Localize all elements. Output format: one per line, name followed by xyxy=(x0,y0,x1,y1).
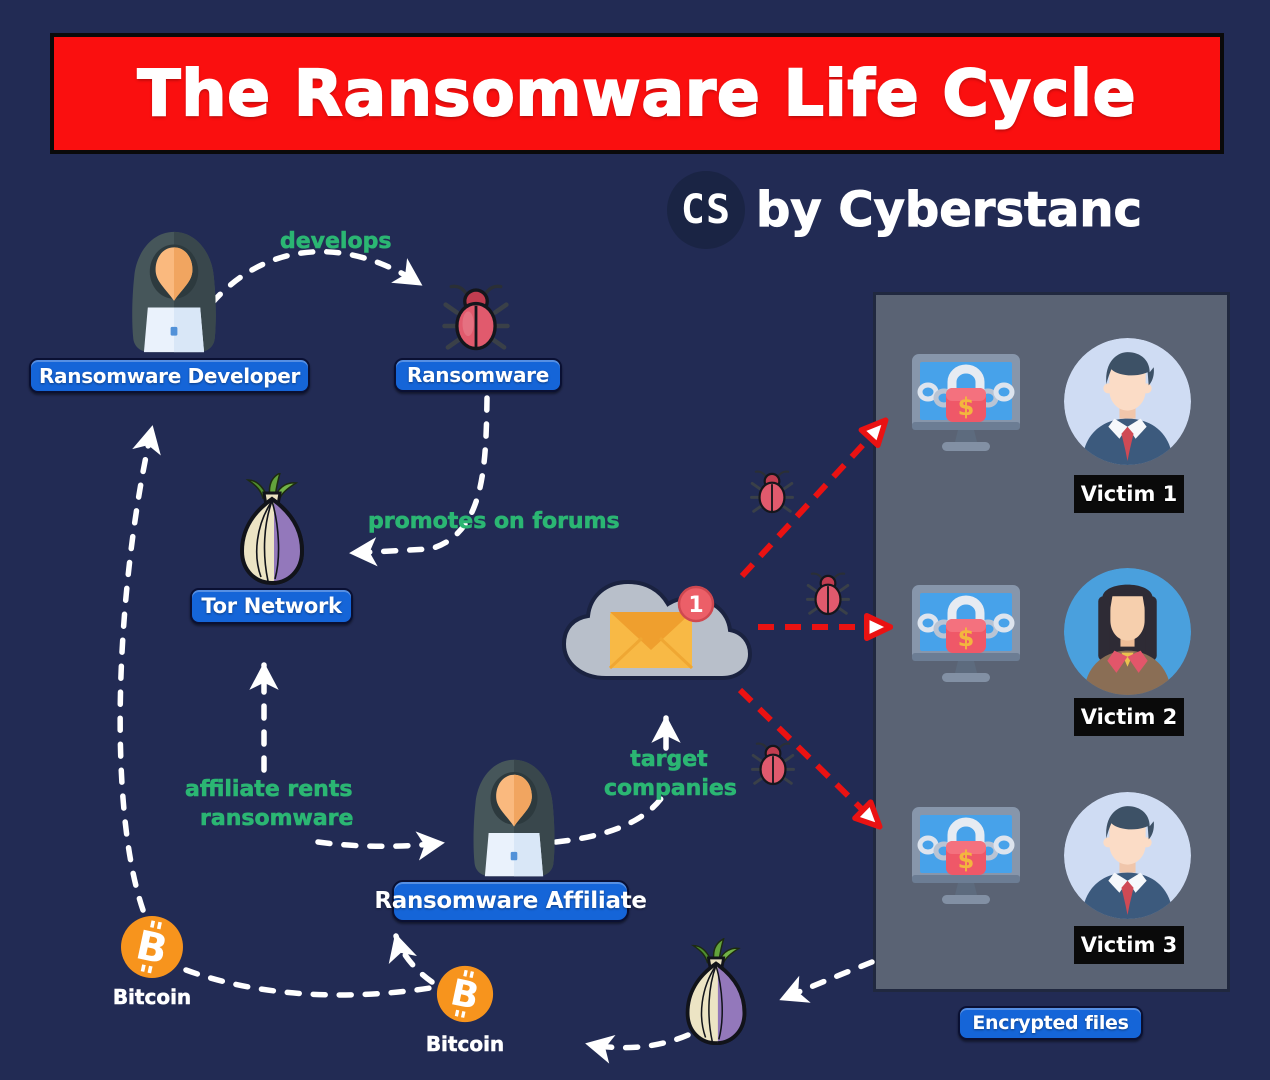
hacker-affiliate-icon xyxy=(473,759,555,877)
tor-onion-icon xyxy=(239,473,305,585)
rents-caption-line1: affiliate rents xyxy=(185,777,353,803)
developer-label: Ransomware Developer xyxy=(29,358,310,393)
tor-network-label: Tor Network xyxy=(190,588,353,624)
victim3-avatar xyxy=(1064,792,1191,919)
develops-caption: develops xyxy=(280,229,392,255)
cyberstanc-logo-icon: CS xyxy=(667,171,745,249)
ransomware-label: Ransomware xyxy=(394,358,562,392)
edge-onion-to-bitcoin xyxy=(585,1032,691,1064)
cloud-mail-icon: 1 xyxy=(561,579,753,680)
tor-onion-icon-bottom xyxy=(685,938,747,1046)
encrypted-files-label: Encrypted files xyxy=(958,1006,1143,1040)
edge-panel-to-onion xyxy=(779,959,875,1003)
bug-icon-small-3 xyxy=(751,742,795,786)
victim1-avatar xyxy=(1064,338,1191,465)
logo-text: CS xyxy=(680,187,732,233)
dollar-sign: $ xyxy=(958,624,975,652)
byline: by Cyberstanc xyxy=(756,182,1143,239)
victim3-label: Victim 3 xyxy=(1074,926,1184,964)
dollar-sign: $ xyxy=(958,846,975,874)
encrypted-files-label-text: Encrypted files xyxy=(972,1012,1129,1034)
bitcoin-left-label: Bitcoin xyxy=(112,985,192,1010)
hacker-developer-icon xyxy=(132,231,216,353)
bitcoin-icon-bottom: B xyxy=(436,965,494,1023)
victim1-label-text: Victim 1 xyxy=(1080,482,1178,506)
edge-affiliate-to-cloud-curve xyxy=(553,793,666,845)
attack-victim3 xyxy=(737,687,878,825)
victim2-label-text: Victim 2 xyxy=(1080,705,1178,729)
ransomware-bug-icon xyxy=(442,284,510,351)
mail-badge-count: 1 xyxy=(688,593,703,618)
edge-develops xyxy=(209,248,423,306)
affiliate-label-text: Ransomware Affiliate xyxy=(374,888,647,914)
target-caption-line2: companies xyxy=(604,776,738,802)
target-caption-line1: target xyxy=(630,747,708,773)
bitcoin-icon-left: B xyxy=(121,916,183,978)
affiliate-label: Ransomware Affiliate xyxy=(374,880,647,922)
ransomware-label-text: Ransomware xyxy=(406,363,550,387)
title-banner: The Ransomware Life Cycle xyxy=(50,33,1224,154)
rents-caption-line2: ransomware xyxy=(200,806,354,832)
victim2-avatar xyxy=(1064,568,1191,695)
locked-monitor-icon-2: $ xyxy=(912,585,1020,682)
locked-monitor-icon-1: $ xyxy=(912,354,1020,451)
locked-monitor-icon-3: $ xyxy=(912,807,1020,904)
edge-bitcoin-to-developer xyxy=(117,425,161,913)
page-title: The Ransomware Life Cycle xyxy=(136,56,1137,131)
developer-label-text: Ransomware Developer xyxy=(38,363,301,388)
edge-bitcoin-to-bitcoin xyxy=(183,967,433,998)
dollar-sign: $ xyxy=(958,393,975,421)
bug-icon-small-2 xyxy=(806,572,850,616)
bug-icon-small-1 xyxy=(750,470,794,514)
victim3-label-text: Victim 3 xyxy=(1080,933,1178,957)
promotes-caption: promotes on forums xyxy=(368,509,620,535)
edge-bitcoin-to-affiliate xyxy=(388,933,435,985)
edge-promotes xyxy=(349,395,490,567)
tor-network-label-text: Tor Network xyxy=(201,594,342,618)
victim1-label: Victim 1 xyxy=(1074,475,1184,513)
attack-victim1 xyxy=(739,422,884,579)
edge-rents xyxy=(315,831,445,861)
victim2-label: Victim 2 xyxy=(1074,698,1184,736)
bitcoin-bottom-label: Bitcoin xyxy=(425,1032,505,1057)
